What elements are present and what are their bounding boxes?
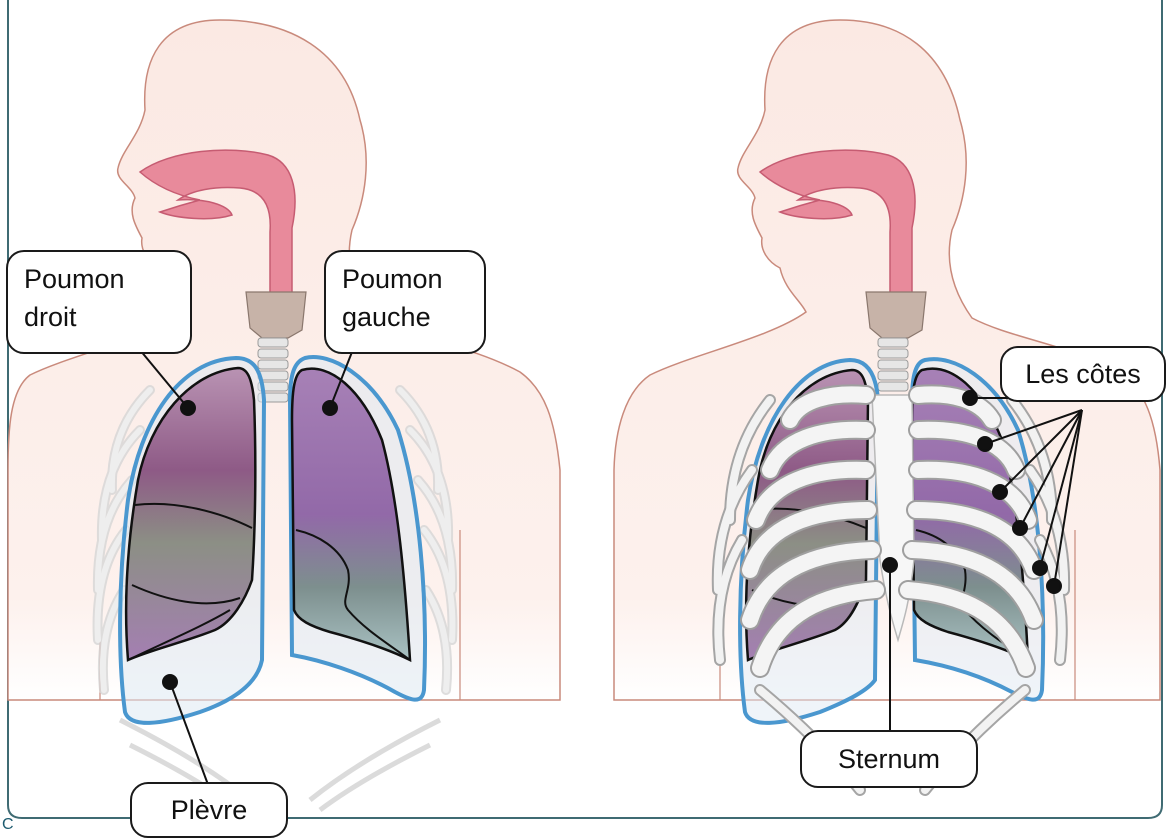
label-poumon-droit-line1: Poumon bbox=[24, 260, 174, 298]
poumon-gauche-pointer-dot bbox=[323, 401, 337, 415]
label-plevre: Plèvre bbox=[130, 782, 288, 838]
right-larynx bbox=[866, 292, 926, 338]
cote-dot-2 bbox=[978, 437, 992, 451]
label-les-cotes-text: Les côtes bbox=[1025, 359, 1141, 389]
cote-dot-1 bbox=[963, 391, 977, 405]
label-poumon-gauche: Poumon gauche bbox=[324, 250, 486, 354]
cote-dot-6 bbox=[1047, 579, 1061, 593]
label-sternum: Sternum bbox=[800, 730, 978, 788]
label-plevre-text: Plèvre bbox=[171, 795, 248, 825]
poumon-droit-pointer-dot bbox=[181, 401, 195, 415]
cote-dot-4 bbox=[1013, 521, 1027, 535]
plevre-pointer-dot bbox=[163, 675, 177, 689]
label-les-cotes: Les côtes bbox=[1000, 346, 1166, 402]
label-poumon-droit: Poumon droit bbox=[6, 250, 192, 354]
cote-dot-3 bbox=[993, 485, 1007, 499]
label-sternum-text: Sternum bbox=[838, 744, 940, 774]
sternum-pointer-dot bbox=[883, 558, 897, 572]
cote-dot-5 bbox=[1033, 561, 1047, 575]
right-figure bbox=[614, 20, 1160, 790]
left-figure bbox=[8, 20, 560, 810]
label-poumon-gauche-line1: Poumon bbox=[342, 260, 468, 298]
label-poumon-droit-line2: droit bbox=[24, 298, 174, 336]
left-larynx bbox=[246, 292, 306, 338]
label-poumon-gauche-line2: gauche bbox=[342, 298, 468, 336]
corner-letter: C bbox=[2, 816, 14, 834]
right-trachea bbox=[878, 338, 908, 391]
